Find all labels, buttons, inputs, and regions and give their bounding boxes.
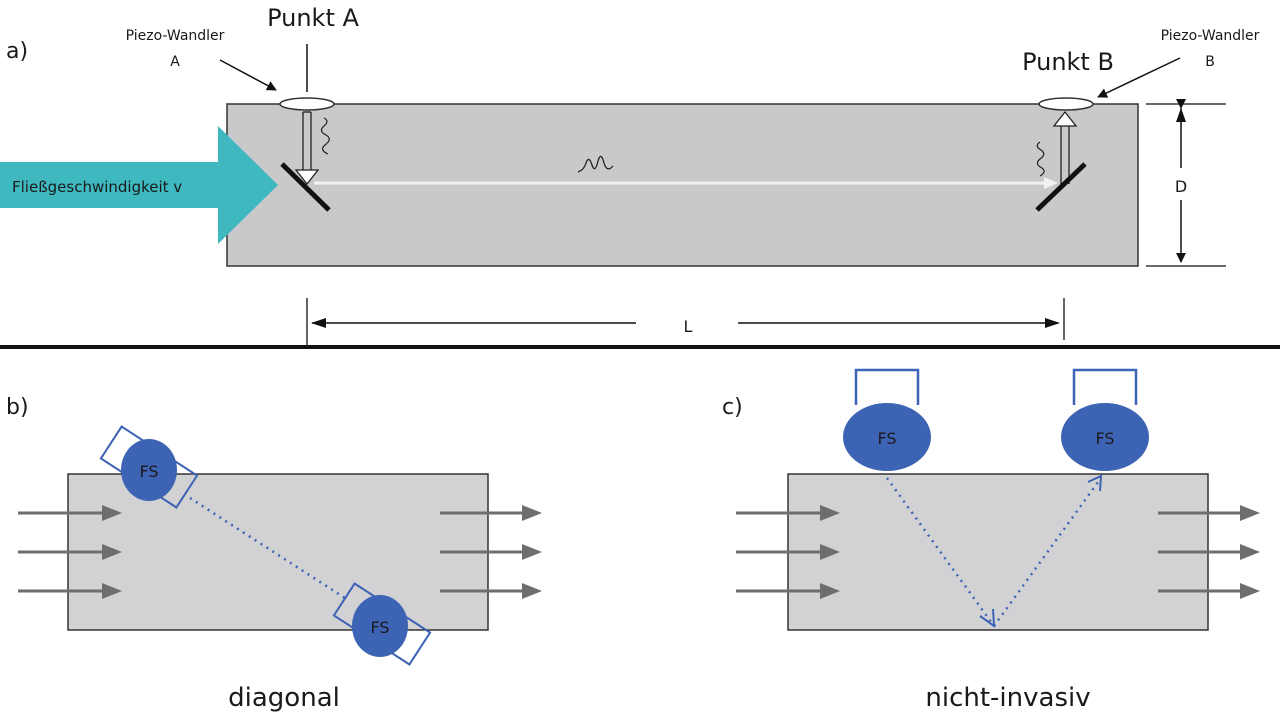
transducer-a-title: Piezo-Wandler (126, 28, 225, 44)
sensor-c1-label: FS (877, 429, 896, 448)
signal-arrow-a (294, 111, 320, 186)
panel-b: b) FS FS diagonal (6, 395, 542, 713)
flow-arrows-in-c (736, 505, 840, 599)
reflector-b (1035, 162, 1087, 212)
signal-path-reflection (885, 474, 1103, 629)
panel-a: a) Fließgeschwindigkeit v Piezo-Wandler … (0, 4, 1260, 346)
transducer-b-disc (1038, 97, 1094, 111)
panel-a-label: a) (6, 39, 28, 64)
transducer-b-title: Piezo-Wandler (1161, 28, 1260, 44)
pipe-body-b (67, 473, 489, 631)
panel-c-label: c) (722, 395, 743, 420)
signal-arrow-b (1052, 110, 1078, 184)
point-b-label: Punkt B (1022, 48, 1114, 76)
sensor-c1 (843, 368, 931, 471)
pipe-body-c (787, 473, 1209, 631)
diameter-label: D (1175, 177, 1187, 196)
reflector-a (280, 162, 331, 212)
panel-c: c) FS FS nicht (722, 368, 1260, 713)
flow-arrow (0, 126, 278, 244)
panel-b-label: b) (6, 395, 29, 420)
wave-icon-b (1036, 141, 1045, 177)
flow-arrows-in-b (18, 505, 122, 599)
length-dimension (306, 298, 1065, 346)
transducer-a-id: A (170, 54, 180, 70)
transducer-b-id: B (1205, 54, 1215, 70)
flow-arrows-out-b (440, 505, 542, 599)
length-label: L (684, 317, 693, 336)
point-a-label: Punkt A (267, 4, 359, 32)
signal-path (314, 177, 1058, 189)
wave-icon-center (577, 155, 614, 173)
flow-label: Fließgeschwindigkeit v (12, 178, 182, 196)
sensor-c2 (1061, 368, 1149, 471)
sensor-b2-label: FS (370, 618, 389, 637)
sensor-b1-label: FS (139, 462, 158, 481)
transducer-a-disc (279, 97, 335, 111)
sensor-b1 (99, 425, 199, 509)
panel-b-caption: diagonal (228, 683, 340, 713)
diameter-dimension (1146, 99, 1226, 267)
sensor-b2 (332, 582, 432, 666)
pipe-body (226, 103, 1139, 267)
flow-arrows-out-c (1158, 505, 1260, 599)
wave-icon-a (320, 117, 330, 155)
transducer-b-pointer (1097, 57, 1181, 98)
sensor-c2-label: FS (1095, 429, 1114, 448)
panel-c-caption: nicht-invasiv (925, 683, 1090, 713)
transducer-a-pointer (219, 59, 277, 91)
